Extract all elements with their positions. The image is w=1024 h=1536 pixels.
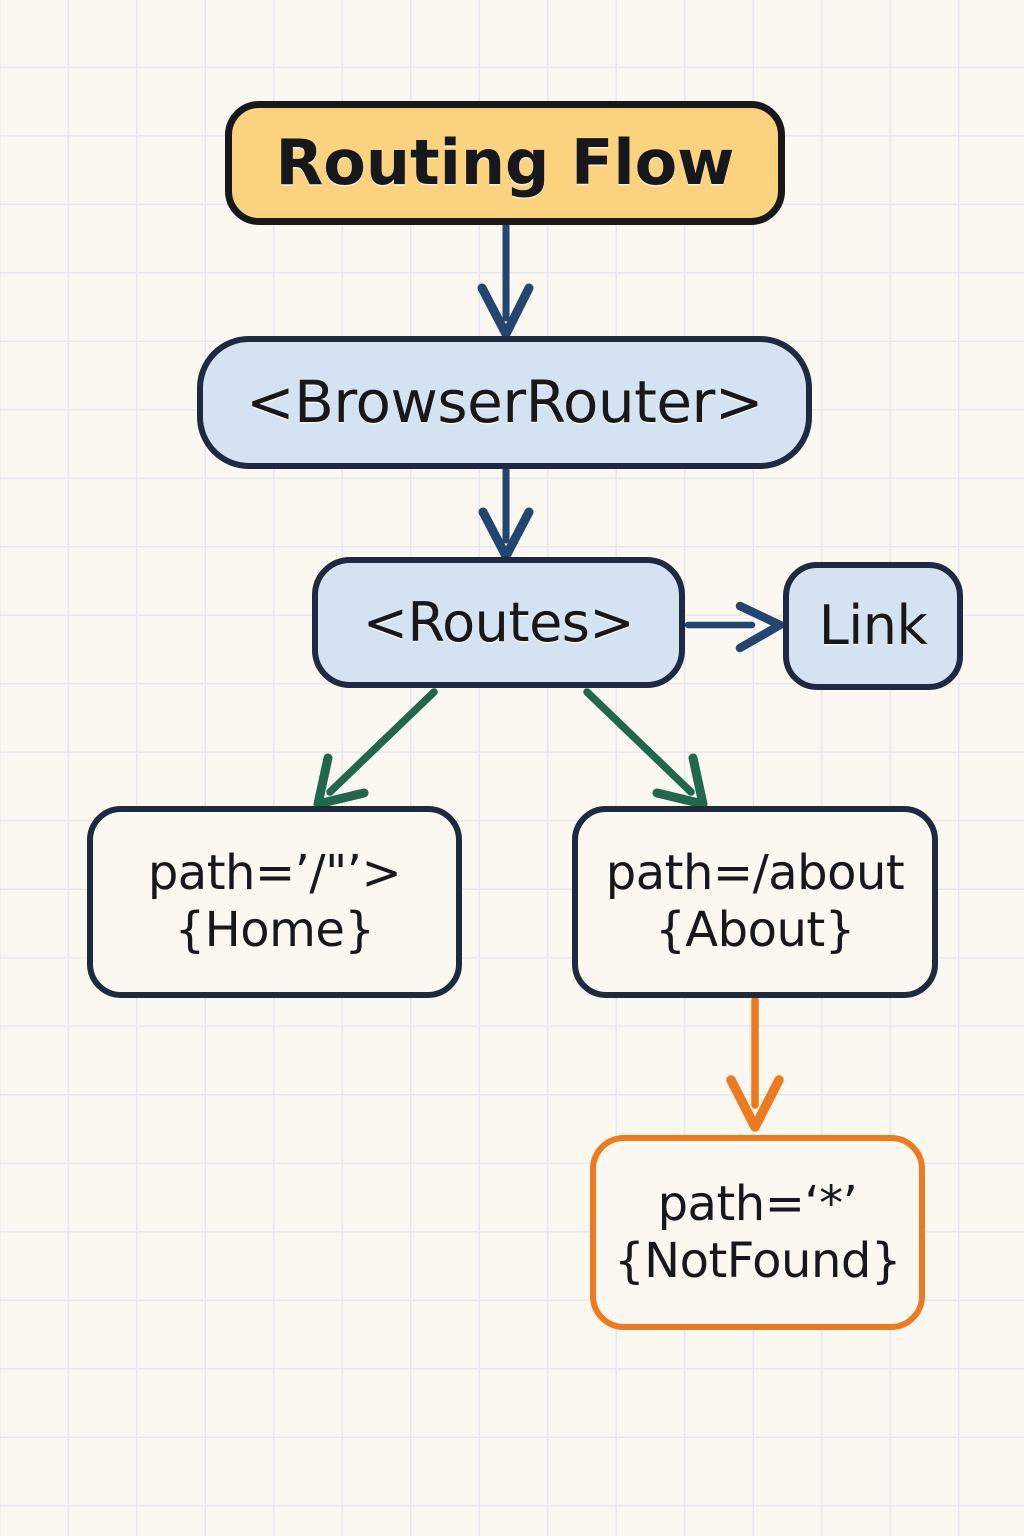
node-label-line1: path=’/"’> <box>147 845 402 902</box>
node-label: Link <box>818 594 928 658</box>
node-route-not-found[interactable]: path=‘*’ {NotFound} <box>590 1135 925 1330</box>
edge-routes-to-about <box>583 688 708 809</box>
node-label: <Routes> <box>362 590 635 654</box>
edge-about-to-notfound <box>726 996 784 1132</box>
edge-routes-to-home <box>313 688 438 809</box>
node-label-line1: path=/about <box>605 845 905 902</box>
edge-browserrouter-to-routes <box>478 466 534 561</box>
node-label: Routing Flow <box>275 126 735 200</box>
node-label-line2: {About} <box>655 902 855 958</box>
node-browser-router[interactable]: <BrowserRouter> <box>197 336 812 469</box>
node-label-line1: path=‘*’ <box>657 1175 858 1232</box>
node-routes[interactable]: <Routes> <box>312 557 685 688</box>
node-link[interactable]: Link <box>783 562 963 690</box>
edge-routes-to-link <box>684 601 785 653</box>
node-route-about[interactable]: path=/about {About} <box>572 806 938 998</box>
node-routing-flow-title[interactable]: Routing Flow <box>225 101 785 225</box>
node-label-line2: {Home} <box>174 902 375 958</box>
edge-title-to-browserrouter <box>477 222 534 339</box>
node-label-line2: {NotFound} <box>614 1232 901 1289</box>
node-label: <BrowserRouter> <box>246 368 763 437</box>
node-route-home[interactable]: path=’/"’> {Home} <box>87 806 462 998</box>
